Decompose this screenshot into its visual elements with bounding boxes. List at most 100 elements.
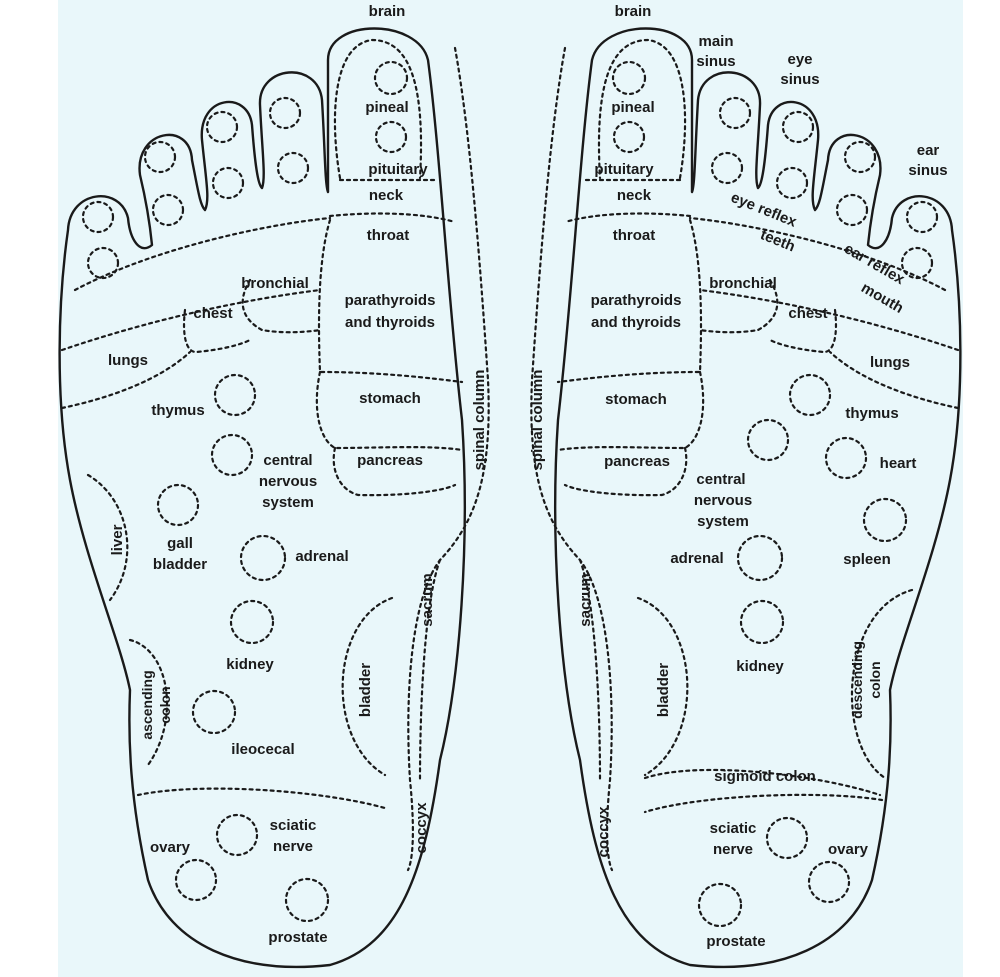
right-main-sinus-label-2: sinus <box>696 53 735 70</box>
right-throat-line <box>563 212 692 224</box>
right-kidney-circle <box>739 599 785 645</box>
right-sciatic-circle <box>765 816 809 860</box>
right-adrenal-label: adrenal <box>670 550 723 567</box>
right-bronchial-zone <box>698 278 779 334</box>
right-spleen-circle <box>862 497 908 543</box>
right-chest-zone <box>768 308 838 354</box>
left-parathyroids-label-1: parathyroids <box>345 292 436 309</box>
left-thymus-circle <box>213 373 257 417</box>
left-liver-zone <box>86 473 129 602</box>
chart-background <box>58 0 963 977</box>
left-spinal-column-label: spinal column <box>471 370 488 471</box>
right-adrenal-circle <box>736 534 784 582</box>
right-toe5-circle-bottom <box>900 246 934 280</box>
right-heel-line <box>643 793 884 814</box>
left-bladder-zone <box>341 596 394 777</box>
left-brain-zone <box>333 38 423 180</box>
right-cns-label-1: central <box>696 471 745 488</box>
right-ear-sinus-label-2: sinus <box>908 162 947 179</box>
left-foot: brain pineal pituitary neck throat bronc… <box>58 3 490 969</box>
right-bladder-label: bladder <box>655 663 672 717</box>
right-kidney-label: kidney <box>736 658 784 675</box>
right-throat-label: throat <box>613 227 656 244</box>
left-bladder-label: bladder <box>357 663 374 717</box>
left-throat-line <box>328 212 457 224</box>
left-toe2-circle-bottom <box>276 151 310 185</box>
right-cns-circle <box>746 418 790 462</box>
right-parathyroids-label-2: and thyroids <box>591 314 681 331</box>
left-cns-circle <box>210 433 254 477</box>
right-lung-line <box>828 350 960 410</box>
left-bronchial-zone <box>241 278 322 334</box>
left-ovary-circle <box>174 858 218 902</box>
right-descending-colon-zone <box>850 588 914 780</box>
left-ascending-label-1: ascending <box>139 670 155 739</box>
right-toe4-circle-top <box>843 140 877 174</box>
right-spine-inner-line <box>578 558 602 782</box>
right-main-sinus-label-1: main <box>698 33 733 50</box>
right-sigmoid-line <box>643 768 882 797</box>
right-spleen-label: spleen <box>843 551 891 568</box>
left-toe3-circle-bottom <box>211 166 245 200</box>
right-brain-label: brain <box>615 3 652 20</box>
left-big-toe-circle-bottom <box>374 120 408 154</box>
left-adrenal-label: adrenal <box>295 548 348 565</box>
left-ascending-label-2: colon <box>157 686 173 723</box>
left-toe3-circle-top <box>205 110 239 144</box>
left-ileocecal-label: ileocecal <box>231 741 294 758</box>
left-lung-line <box>60 350 192 410</box>
left-spine-inner-line <box>418 558 442 782</box>
right-parathyroid-box <box>556 218 703 384</box>
right-toe3-circle-top <box>781 110 815 144</box>
right-pancreas-zone <box>563 446 688 497</box>
right-coccyx-label: coccyx <box>595 806 612 858</box>
left-big-toe-circle-top <box>373 60 409 96</box>
left-pancreas-label: pancreas <box>357 452 423 469</box>
left-neck-label: neck <box>369 187 404 204</box>
left-sciatic-circle <box>215 813 259 857</box>
right-big-toe-circle-bottom <box>612 120 646 154</box>
left-toe4-circle-bottom <box>151 193 185 227</box>
left-pituitary-label: pituitary <box>368 161 428 178</box>
left-gall-label-1: gall <box>167 535 193 552</box>
right-descending-label-2: colon <box>867 661 883 698</box>
right-prostate-label: prostate <box>706 933 765 950</box>
right-ovary-label: ovary <box>828 841 869 858</box>
right-pancreas-label: pancreas <box>604 453 670 470</box>
left-prostate-label: prostate <box>268 929 327 946</box>
left-bronchial-label: bronchial <box>241 275 309 292</box>
left-parathyroids-label-2: and thyroids <box>345 314 435 331</box>
left-liver-label: liver <box>109 524 126 555</box>
right-cns-label-2: nervous <box>694 492 752 509</box>
left-sacrum-label: sacrum <box>419 573 436 626</box>
left-chest-label: chest <box>193 305 232 322</box>
right-thymus-label: thymus <box>845 405 898 422</box>
right-big-toe-circle-top <box>611 60 647 96</box>
left-toe2-circle-top <box>268 96 302 130</box>
right-sciatic-label-2: nerve <box>713 841 753 858</box>
left-ovary-label: ovary <box>150 839 191 856</box>
right-stomach-label: stomach <box>605 391 667 408</box>
right-parathyroids-label-1: parathyroids <box>591 292 682 309</box>
right-eye-sinus-label-1: eye <box>787 51 812 68</box>
right-stomach-zone <box>556 370 705 452</box>
left-shoulder-line-1 <box>73 216 332 292</box>
left-throat-label: throat <box>367 227 410 244</box>
right-shoulder-line-1 <box>688 216 947 292</box>
left-ileocecal-circle <box>191 689 237 735</box>
left-ascending-colon-zone <box>128 638 169 767</box>
left-foot-outline <box>58 27 466 969</box>
right-ear-sinus-label-1: ear <box>917 142 940 159</box>
right-cns-label-3: system <box>697 513 749 530</box>
right-toe4-circle-bottom <box>835 193 869 227</box>
right-pineal-label: pineal <box>611 99 654 116</box>
left-cns-label-3: system <box>262 494 314 511</box>
right-heart-circle <box>824 436 868 480</box>
left-sciatic-label-2: nerve <box>273 838 313 855</box>
left-toe4-circle-top <box>143 140 177 174</box>
left-heel-line <box>136 787 387 810</box>
right-sigmoid-colon-label: sigmoid colon <box>714 768 816 785</box>
right-lungs-label: lungs <box>870 354 910 371</box>
left-parathyroid-box <box>317 218 464 384</box>
